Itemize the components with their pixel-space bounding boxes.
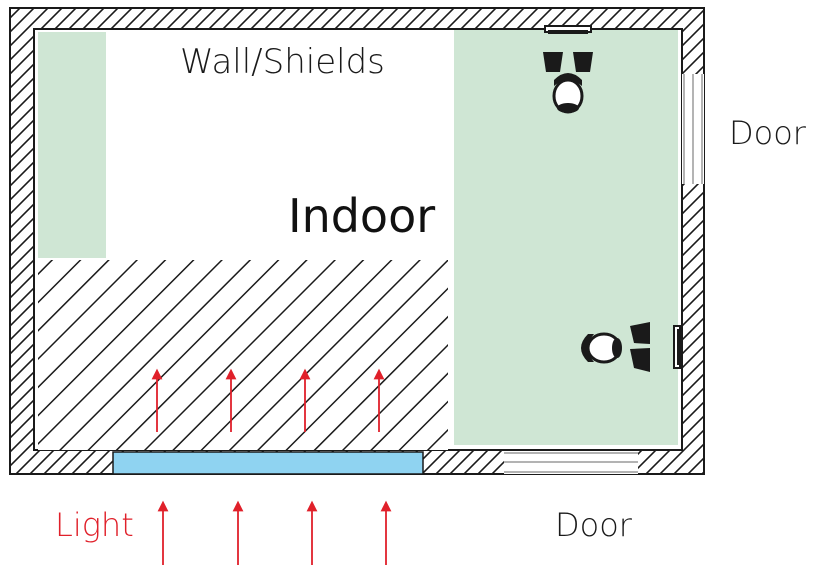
window [112,451,424,475]
light-label: Light [55,506,134,544]
door-right[interactable] [682,74,704,184]
door-bottom[interactable] [504,451,638,474]
indoor-label: Indoor [288,189,435,243]
person-seated-icon [581,322,681,372]
zone-left-strip [38,32,106,258]
door-bottom-label: Door [555,506,633,544]
light-arrows-indoor [151,368,385,432]
wall-shields-label: Wall/Shields [180,42,385,82]
light-arrows-outdoor [157,500,392,565]
door-right-label: Door [729,114,807,152]
person-seated-icon [543,25,593,114]
light-exposed-area [38,260,448,450]
